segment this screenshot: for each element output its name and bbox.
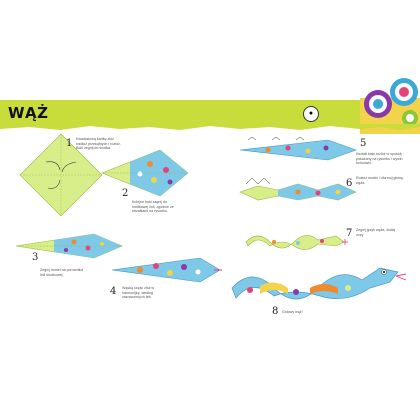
step-1-caption: Kwadratową kartkę złóż wzdłuż przekątnyc… [76, 137, 121, 151]
step-5-figure [239, 136, 357, 161]
step-3-number: 3 [32, 252, 39, 263]
step-2-number: 2 [122, 188, 129, 199]
step-1-number: 1 [66, 138, 73, 149]
step-8-number: 8 [272, 306, 279, 317]
title-banner [0, 100, 420, 126]
decorative-circles-icon [360, 78, 420, 134]
page-badge: ● [303, 106, 319, 122]
step-2-caption: Kolejne boki zagnij do środkowej linii, … [132, 200, 174, 214]
step-4-number: 4 [110, 286, 117, 297]
step-5-number: 5 [360, 138, 367, 149]
step-3-figure [15, 233, 123, 259]
step-4-caption: Wąską część złóż w harmonijkę, według za… [122, 286, 155, 300]
step-8-caption: Gotowy wąż! [282, 310, 303, 314]
step-7-number: 7 [346, 228, 353, 239]
step-1-figure [19, 133, 103, 217]
step-6-caption: Rozłóż model i uformuj głowę węża. [356, 176, 403, 185]
step-5-caption: Kształt łuski rozłóż w sposób pokazany n… [356, 152, 403, 166]
step-4-figure [111, 257, 222, 283]
step-6-figure [239, 177, 357, 201]
step-6-number: 6 [346, 178, 353, 189]
page-title: WĄŻ [8, 104, 49, 122]
step-8-figure [231, 267, 407, 300]
step-7-figure [245, 235, 348, 250]
step-3-caption: Zegnij model na pół wzdłuż linii środkow… [40, 268, 84, 277]
torn-edge [0, 124, 420, 130]
step-7-caption: Zegnij język węża, dodaj oczy. [356, 228, 396, 237]
step-2-figure [101, 149, 189, 197]
